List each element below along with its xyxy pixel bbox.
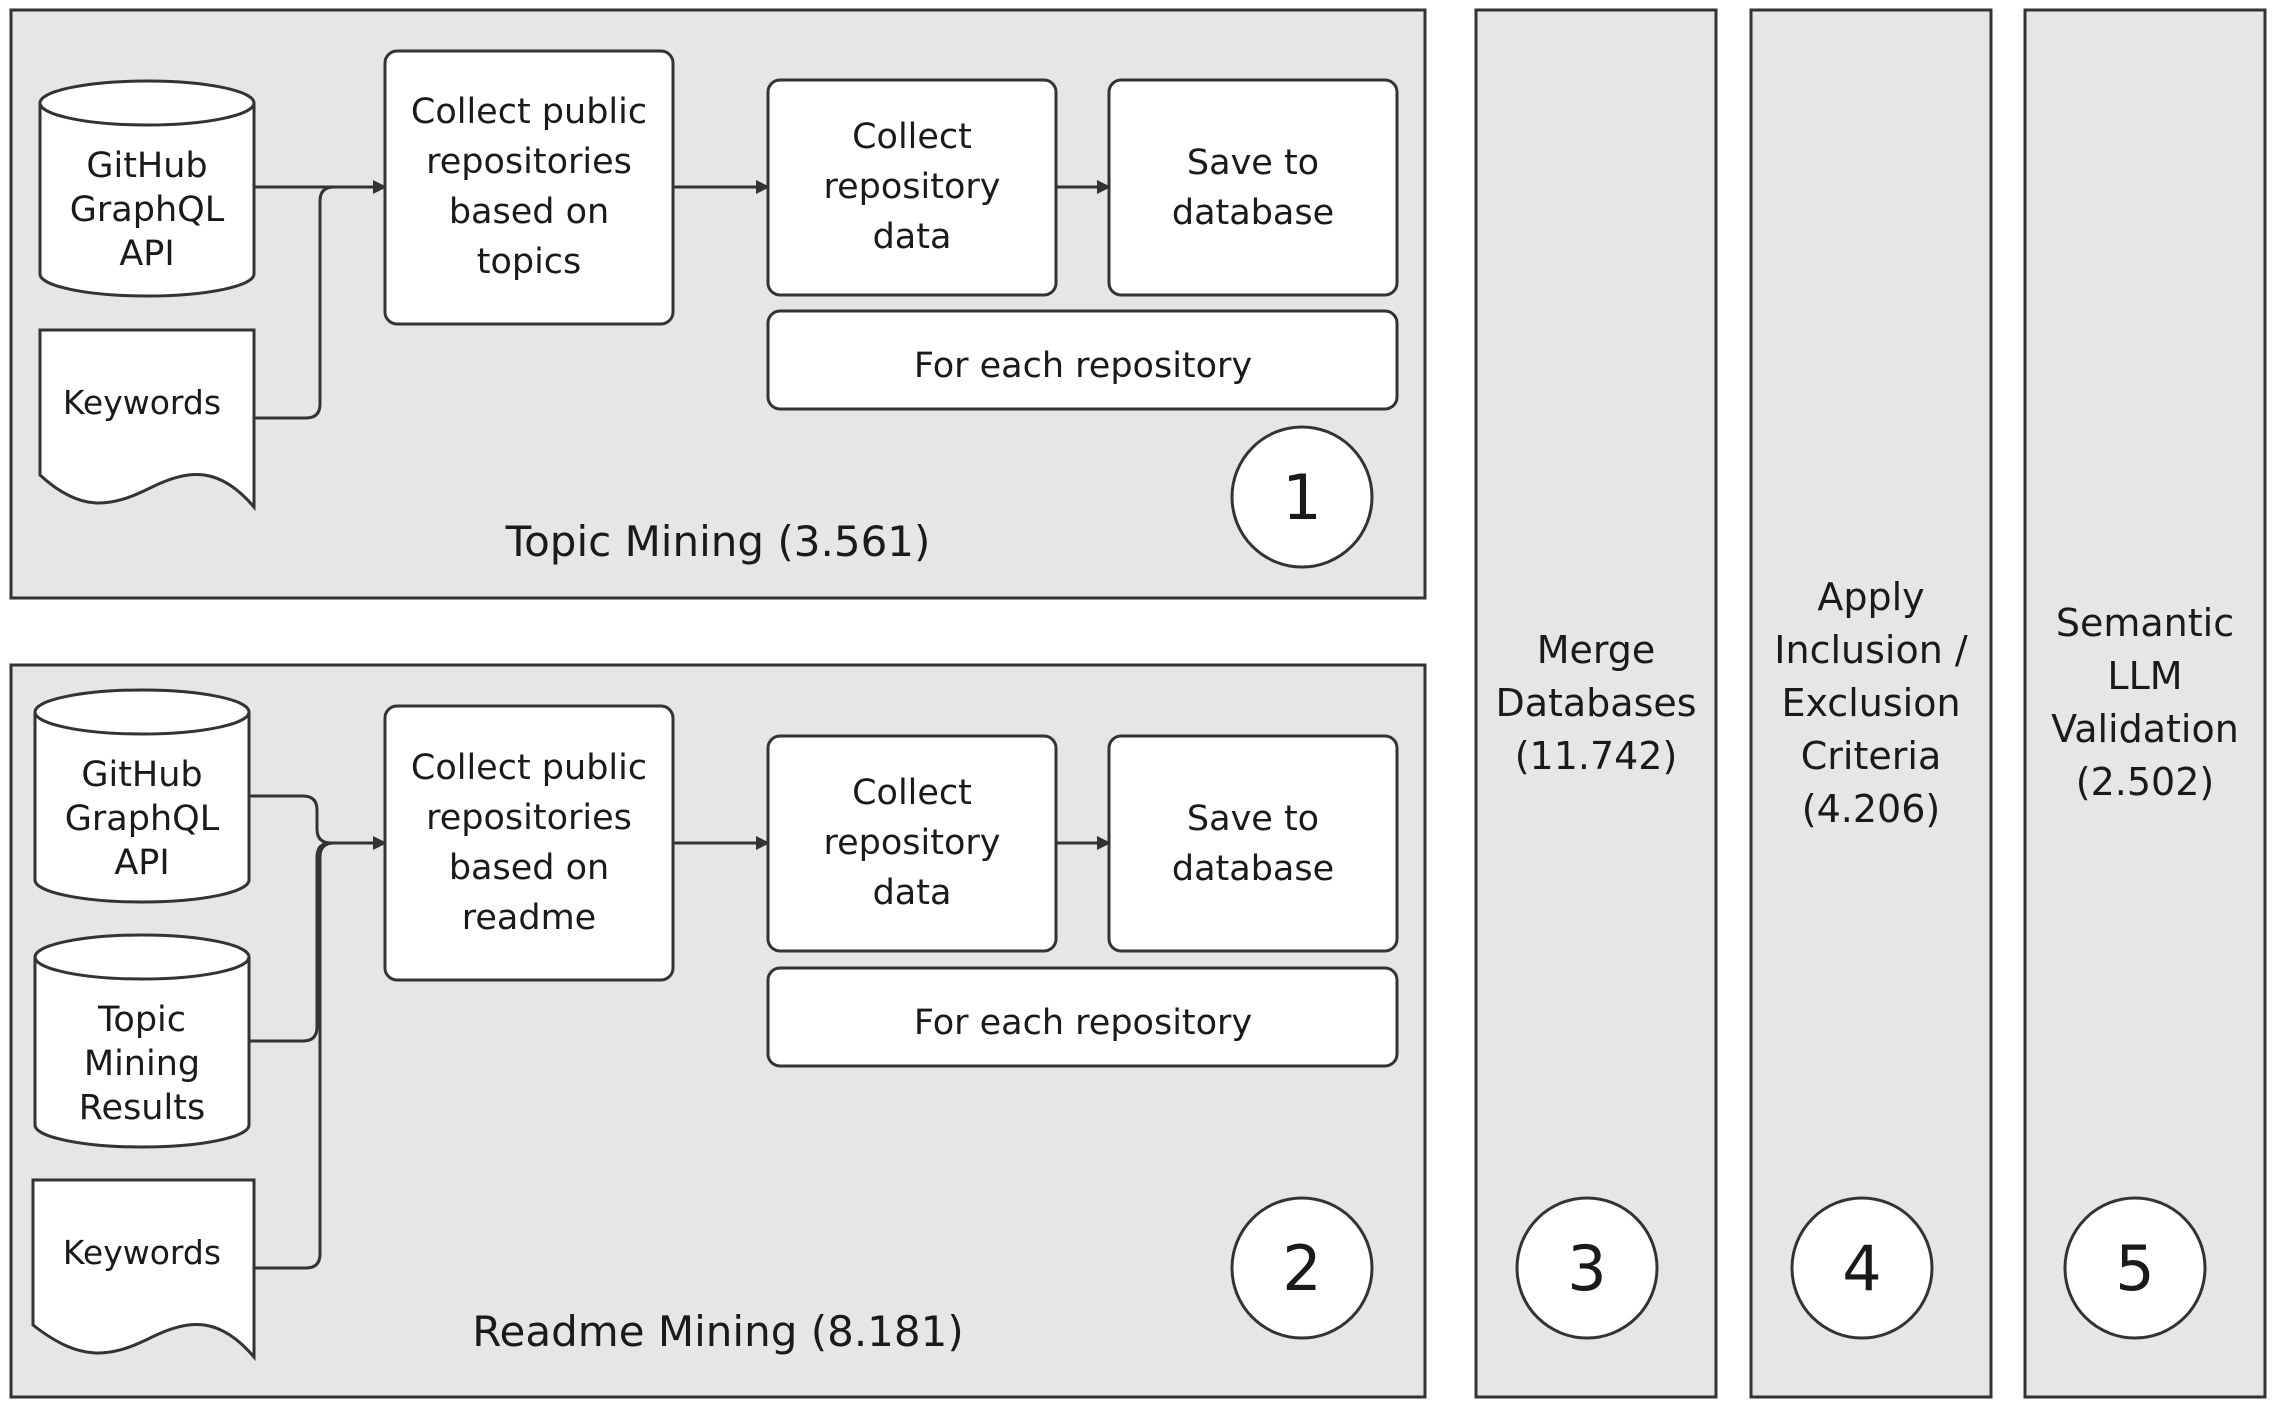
readme-api-line-2: GraphQL xyxy=(65,799,220,839)
llm-line-1: Semantic xyxy=(2056,601,2234,645)
topic-data-line-1: Collect xyxy=(852,117,972,157)
topic-data-line-2: repository xyxy=(824,167,1001,207)
readme-collect-line-4: readme xyxy=(462,898,596,938)
criteria-step-badge: 4 xyxy=(1790,1196,1934,1340)
readme-step-badge: 2 xyxy=(1230,1196,1374,1340)
topic-api-line-3: API xyxy=(119,234,174,274)
topic-save-line-2: database xyxy=(1172,193,1334,233)
readme-collect-line-1: Collect public xyxy=(411,748,647,788)
topic-keywords-document: Keywords xyxy=(38,328,256,512)
topic-step-number: 1 xyxy=(1282,461,1321,534)
readme-collect-data-box: Collect repository data xyxy=(766,734,1058,953)
readme-topic-results-source: Topic Mining Results xyxy=(33,933,251,1149)
criteria-line-4: Criteria xyxy=(1801,734,1941,778)
criteria-line-1: Apply xyxy=(1817,575,1924,619)
llm-line-2: LLM xyxy=(2107,654,2182,698)
readme-save-line-1: Save to xyxy=(1187,799,1319,839)
readme-api-line-1: GitHub xyxy=(81,755,202,795)
readme-results-line-2: Mining xyxy=(84,1044,200,1084)
readme-results-line-3: Results xyxy=(79,1088,205,1128)
merge-step-badge: 3 xyxy=(1515,1196,1659,1340)
topic-step-badge: 1 xyxy=(1230,425,1374,569)
readme-panel-title: Readme Mining (8.181) xyxy=(472,1307,963,1356)
llm-step-badge: 5 xyxy=(2063,1196,2207,1340)
merge-line-1: Merge xyxy=(1537,628,1656,672)
readme-keywords-connector xyxy=(254,841,335,1270)
merge-step-number: 3 xyxy=(1567,1232,1606,1305)
topic-api-line-1: GitHub xyxy=(86,146,207,186)
topic-keywords-connector xyxy=(254,185,335,420)
readme-save-line-2: database xyxy=(1172,849,1334,889)
topic-save-line-1: Save to xyxy=(1187,143,1319,183)
readme-keywords-document: Keywords xyxy=(31,1178,256,1362)
llm-line-3: Validation xyxy=(2051,707,2239,751)
readme-api-line-3: API xyxy=(114,843,169,883)
topic-loop-box: For each repository xyxy=(766,309,1399,411)
readme-data-line-2: repository xyxy=(824,823,1001,863)
readme-data-line-1: Collect xyxy=(852,773,972,813)
topic-keywords-label: Keywords xyxy=(63,383,221,422)
merge-databases-panel: Merge Databases (11.742) 3 xyxy=(1474,8,1718,1399)
topic-collect-line-1: Collect public xyxy=(411,92,647,132)
topic-panel-title: Topic Mining (3.561) xyxy=(505,517,931,566)
criteria-line-3: Exclusion xyxy=(1781,681,1960,725)
llm-step-number: 5 xyxy=(2115,1232,2154,1305)
readme-collect-line-2: repositories xyxy=(426,798,632,838)
readme-results-line-1: Topic xyxy=(97,1000,186,1040)
llm-line-4: (2.502) xyxy=(2076,760,2214,804)
merge-line-3: (11.742) xyxy=(1515,734,1678,778)
topic-data-line-3: data xyxy=(873,217,952,257)
topic-collect-line-2: repositories xyxy=(426,142,632,182)
llm-validation-panel: Semantic LLM Validation (2.502) 5 xyxy=(2023,8,2267,1399)
readme-collect-repos-box: Collect public repositories based on rea… xyxy=(383,704,675,982)
topic-mining-panel: GitHub GraphQL API Keywords Collect publ… xyxy=(9,8,1427,600)
readme-save-box: Save to database xyxy=(1107,734,1399,953)
merge-line-2: Databases xyxy=(1495,681,1696,725)
readme-loop-label: For each repository xyxy=(914,1003,1252,1043)
topic-collect-data-box: Collect repository data xyxy=(766,78,1058,297)
readme-loop-box: For each repository xyxy=(766,966,1399,1068)
criteria-line-5: (4.206) xyxy=(1802,787,1940,831)
readme-github-api-source: GitHub GraphQL API xyxy=(33,688,251,904)
readme-data-line-3: data xyxy=(873,873,952,913)
criteria-step-number: 4 xyxy=(1842,1232,1881,1305)
topic-save-box: Save to database xyxy=(1107,78,1399,297)
inclusion-exclusion-panel: Apply Inclusion / Exclusion Criteria (4.… xyxy=(1749,8,1993,1399)
topic-collect-repos-box: Collect public repositories based on top… xyxy=(383,49,675,326)
topic-collect-line-3: based on xyxy=(449,192,609,232)
topic-loop-label: For each repository xyxy=(914,346,1252,386)
readme-mining-panel: GitHub GraphQL API Topic Mining Results … xyxy=(9,663,1427,1399)
readme-step-number: 2 xyxy=(1282,1232,1321,1305)
topic-collect-line-4: topics xyxy=(477,242,582,282)
topic-github-api-source: GitHub GraphQL API xyxy=(38,79,256,298)
readme-keywords-label: Keywords xyxy=(63,1233,221,1272)
criteria-line-2: Inclusion / xyxy=(1774,628,1968,672)
readme-collect-line-3: based on xyxy=(449,848,609,888)
topic-api-line-2: GraphQL xyxy=(70,190,225,230)
